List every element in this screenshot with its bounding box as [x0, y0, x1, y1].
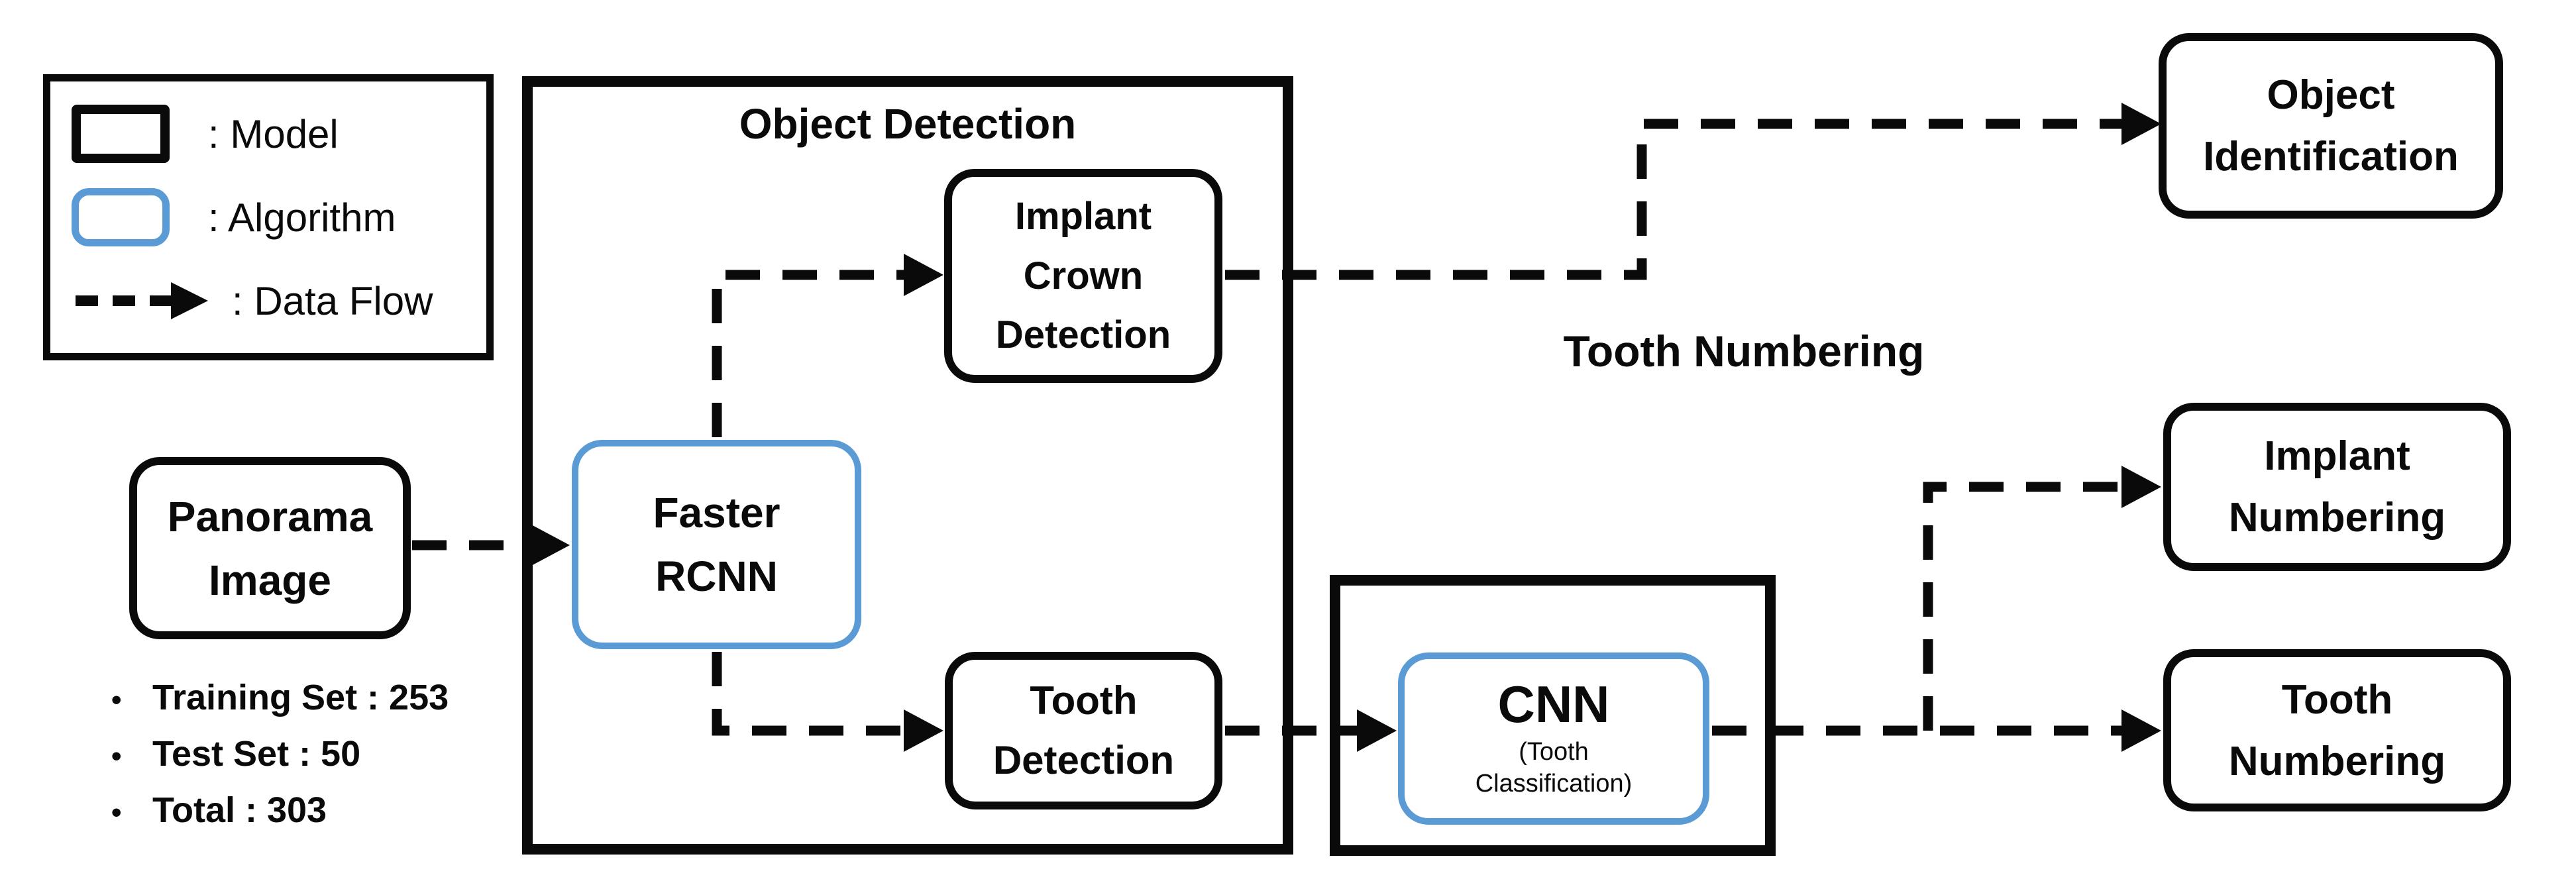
faster-rcnn-node: Faster RCNN	[572, 440, 861, 649]
cnn-title-label: CNN	[1497, 674, 1610, 733]
dataset-notes: • Training Set : 253 • Test Set : 50 • T…	[111, 677, 535, 846]
object-detection-title: Object Detection	[739, 100, 1077, 148]
tooth-numbering-node: Tooth Numbering	[2163, 649, 2511, 811]
list-item: • Training Set : 253	[111, 677, 535, 733]
arrow-implant-crown-to-object-identification	[1225, 119, 2123, 280]
implant-numbering-node: Implant Numbering	[2163, 403, 2511, 571]
arrow-faster-rcnn-to-implant-crown	[712, 270, 905, 437]
arrow-cnn-to-implant-numbering	[1923, 482, 2123, 731]
bullet-icon: •	[111, 684, 122, 716]
faster-rcnn-label: Faster RCNN	[653, 489, 780, 600]
arrowhead-tooth-detection-to-cnn-icon	[1357, 709, 1397, 752]
arrowhead-cnn-to-implant-numbering-icon	[2121, 466, 2161, 508]
dashed-arrow-icon	[76, 282, 208, 319]
legend-row-model: : Model	[72, 103, 470, 164]
legend-data-flow-label: : Data Flow	[232, 278, 433, 323]
training-set-note: Training Set : 253	[152, 678, 449, 717]
tooth-numbering-label: Tooth Numbering	[2228, 676, 2446, 784]
implant-crown-detection-label: Implant Crown Detection	[995, 194, 1171, 357]
bullet-icon: •	[111, 796, 122, 829]
arrow-faster-rcnn-to-tooth-detection	[712, 652, 905, 736]
arrowhead-faster-rcnn-to-implant-crown-icon	[904, 254, 943, 296]
arrowhead-faster-rcnn-to-tooth-detection-icon	[904, 709, 943, 752]
tooth-numbering-stage-label: Tooth Numbering	[1563, 327, 1925, 376]
list-item: • Total : 303	[111, 790, 535, 846]
legend-algorithm-label: : Algorithm	[208, 195, 396, 240]
tooth-detection-label: Tooth Detection	[993, 678, 1175, 782]
bullet-icon: •	[111, 740, 122, 772]
tooth-detection-node: Tooth Detection	[945, 652, 1222, 809]
cnn-subtitle-label: (Tooth Classification)	[1475, 738, 1633, 798]
implant-numbering-label: Implant Numbering	[2228, 433, 2446, 541]
total-note: Total : 303	[152, 790, 327, 830]
test-set-note: Test Set : 50	[152, 734, 361, 774]
legend-box: : Model : Algorithm : Data Flow	[43, 74, 494, 360]
cnn-node: CNN (Tooth Classification)	[1398, 652, 1709, 825]
implant-crown-detection-node: Implant Crown Detection	[944, 169, 1222, 383]
object-identification-label: Object Identification	[2203, 72, 2459, 180]
object-identification-node: Object Identification	[2159, 33, 2503, 219]
cnn-container	[1330, 575, 1776, 856]
legend-model-label: : Model	[208, 111, 339, 156]
legend-row-data-flow: : Data Flow	[72, 270, 470, 331]
arrowhead-cnn-to-tooth-numbering-icon	[2121, 709, 2161, 752]
arrowhead-panorama-to-faster-rcnn-icon	[530, 524, 570, 566]
panorama-image-node: Panorama Image	[129, 457, 411, 639]
panorama-image-label: Panorama Image	[167, 492, 373, 604]
algorithm-swatch-icon	[72, 188, 170, 246]
legend-row-algorithm: : Algorithm	[72, 187, 470, 248]
arrowhead-implant-crown-to-object-identification-icon	[2121, 103, 2161, 145]
list-item: • Test Set : 50	[111, 733, 535, 790]
model-swatch-icon	[72, 105, 170, 163]
